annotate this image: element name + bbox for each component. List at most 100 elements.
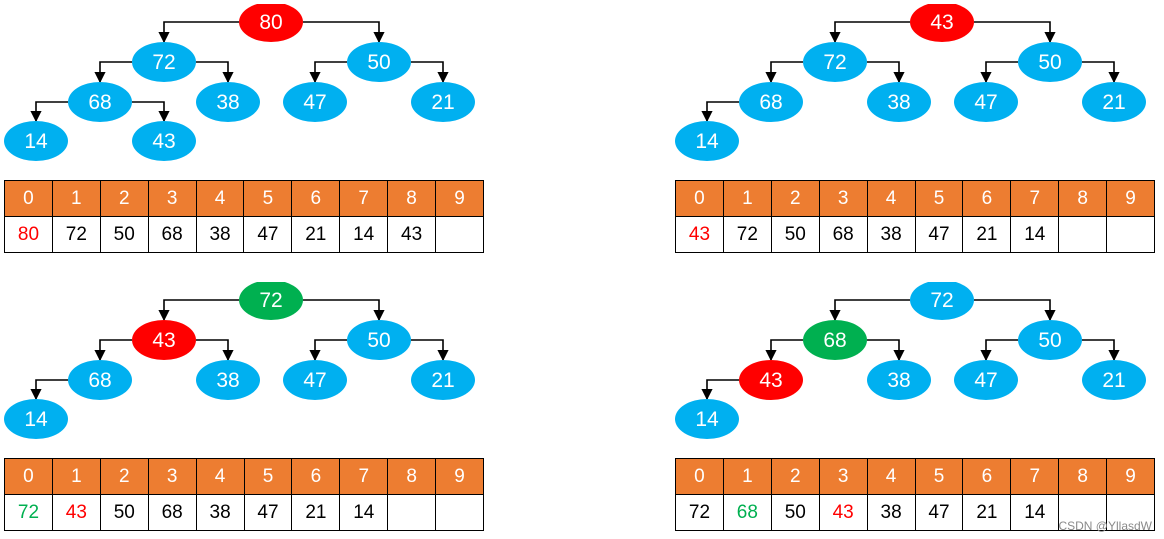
heap-node: 72: [239, 282, 303, 320]
tree-edge: [30, 101, 68, 123]
heap-node: 72: [803, 42, 867, 82]
array-value-cell: [1058, 216, 1108, 253]
node-label: 21: [431, 369, 454, 392]
array-index-cell: 7: [1010, 180, 1060, 217]
array-index-cell: 8: [1058, 180, 1108, 217]
tree-edge: [974, 21, 1056, 44]
tree-edge: [196, 339, 234, 362]
node-ellipse: [675, 121, 739, 161]
array-index-cell: 3: [147, 458, 197, 495]
tree-edge: [309, 61, 347, 84]
heap-node: 50: [347, 320, 411, 360]
node-label: 21: [1102, 91, 1125, 114]
heap-node: 68: [803, 320, 867, 360]
node-label: 47: [974, 369, 997, 392]
node-ellipse: [239, 282, 303, 320]
node-ellipse: [867, 360, 931, 400]
array-index-cell: 8: [387, 180, 437, 217]
array-value-cell: 68: [147, 216, 197, 253]
array-value-cell: 68: [147, 494, 197, 531]
array-value-cell: 21: [962, 494, 1012, 531]
node-ellipse: [132, 320, 196, 360]
array-value-cell: 21: [291, 216, 341, 253]
array-index-cell: 9: [1106, 180, 1155, 217]
heap-node: 47: [283, 360, 347, 400]
array-value-cell: [1106, 216, 1155, 253]
node-ellipse: [739, 360, 803, 400]
heap-node: 14: [675, 121, 739, 161]
node-ellipse: [196, 82, 260, 122]
array-value-cell: [387, 494, 437, 531]
node-label: 50: [367, 51, 390, 74]
watermark-text: CSDN @YllasdW: [1058, 519, 1152, 533]
node-label: 47: [303, 91, 326, 114]
heap-node: 21: [1082, 360, 1146, 400]
tree-edge: [132, 101, 170, 123]
node-label: 43: [152, 329, 175, 352]
array-index-cell: 4: [866, 180, 916, 217]
heap-node: 21: [1082, 82, 1146, 122]
array-index-cell: 7: [1010, 458, 1060, 495]
heap-node: 14: [4, 399, 68, 439]
node-label: 21: [1102, 369, 1125, 392]
node-label: 43: [759, 369, 782, 392]
array-value-cell: 14: [339, 216, 389, 253]
tree-edge: [94, 339, 132, 362]
array-index-cell: 6: [291, 458, 341, 495]
node-ellipse: [283, 82, 347, 122]
node-ellipse: [954, 360, 1018, 400]
heap-node: 68: [739, 82, 803, 122]
tree-edge: [94, 61, 132, 84]
node-ellipse: [867, 82, 931, 122]
node-label: 47: [974, 91, 997, 114]
node-ellipse: [675, 399, 739, 439]
tree-edge: [829, 21, 910, 44]
array-value-cell: 43: [675, 216, 724, 253]
array-index-cell: 9: [435, 180, 484, 217]
array-index-cell: 3: [147, 180, 197, 217]
tree-edge: [30, 379, 68, 401]
node-label: 72: [823, 51, 846, 74]
node-ellipse: [347, 320, 411, 360]
node-label: 80: [259, 11, 282, 34]
array-index-cell: 7: [339, 180, 389, 217]
array-value-cell: [435, 216, 484, 253]
node-label: 50: [1038, 51, 1061, 74]
node-ellipse: [283, 360, 347, 400]
node-label: 50: [367, 329, 390, 352]
array-value-cell: [435, 494, 484, 531]
node-label: 72: [930, 289, 953, 312]
array-value-cell: 72: [675, 494, 724, 531]
node-label: 68: [823, 329, 846, 352]
node-label: 68: [759, 91, 782, 114]
tree-edge: [867, 339, 905, 362]
array-index-cell: 5: [914, 180, 964, 217]
array-index-cell: 2: [770, 180, 820, 217]
tree-edge: [701, 379, 739, 401]
array-index-cell: 3: [818, 458, 868, 495]
tree-edge: [158, 299, 239, 322]
heap-node: 47: [283, 82, 347, 122]
node-ellipse: [954, 82, 1018, 122]
array-value-cell: 21: [291, 494, 341, 531]
array-index-cell: 5: [243, 458, 293, 495]
array-value-cell: 50: [99, 216, 149, 253]
heap-node: 68: [68, 82, 132, 122]
heap-node: 72: [910, 282, 974, 320]
node-label: 50: [1038, 329, 1061, 352]
array-index-cell: 4: [195, 180, 245, 217]
node-ellipse: [411, 360, 475, 400]
node-ellipse: [1082, 82, 1146, 122]
